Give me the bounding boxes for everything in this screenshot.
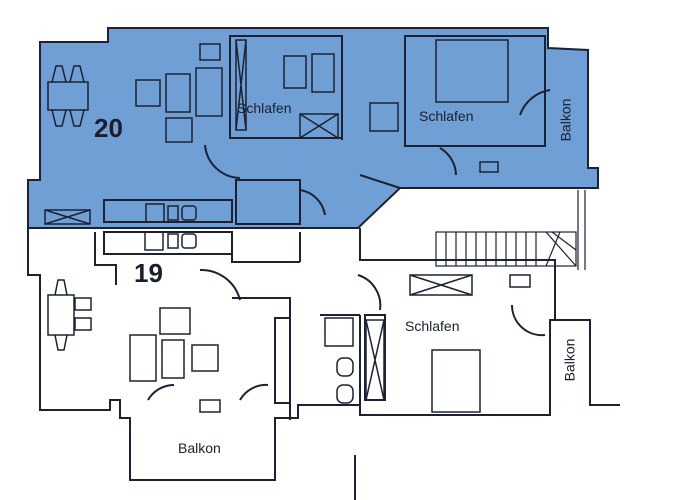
unit-19-label: 19 <box>134 258 163 288</box>
unit-20-area <box>27 27 599 229</box>
room-label-schlafen-19: Schlafen <box>405 318 460 334</box>
room-label-balkon-19-right: Balkon <box>561 338 578 382</box>
room-label-schlafen-small: Schlafen <box>237 100 292 116</box>
room-label-schlafen-main: Schlafen <box>419 108 474 124</box>
unit-20-label: 20 <box>94 113 123 143</box>
room-label-balkon-20: Balkon <box>557 98 574 142</box>
room-label-balkon-19-bottom: Balkon <box>178 440 221 456</box>
